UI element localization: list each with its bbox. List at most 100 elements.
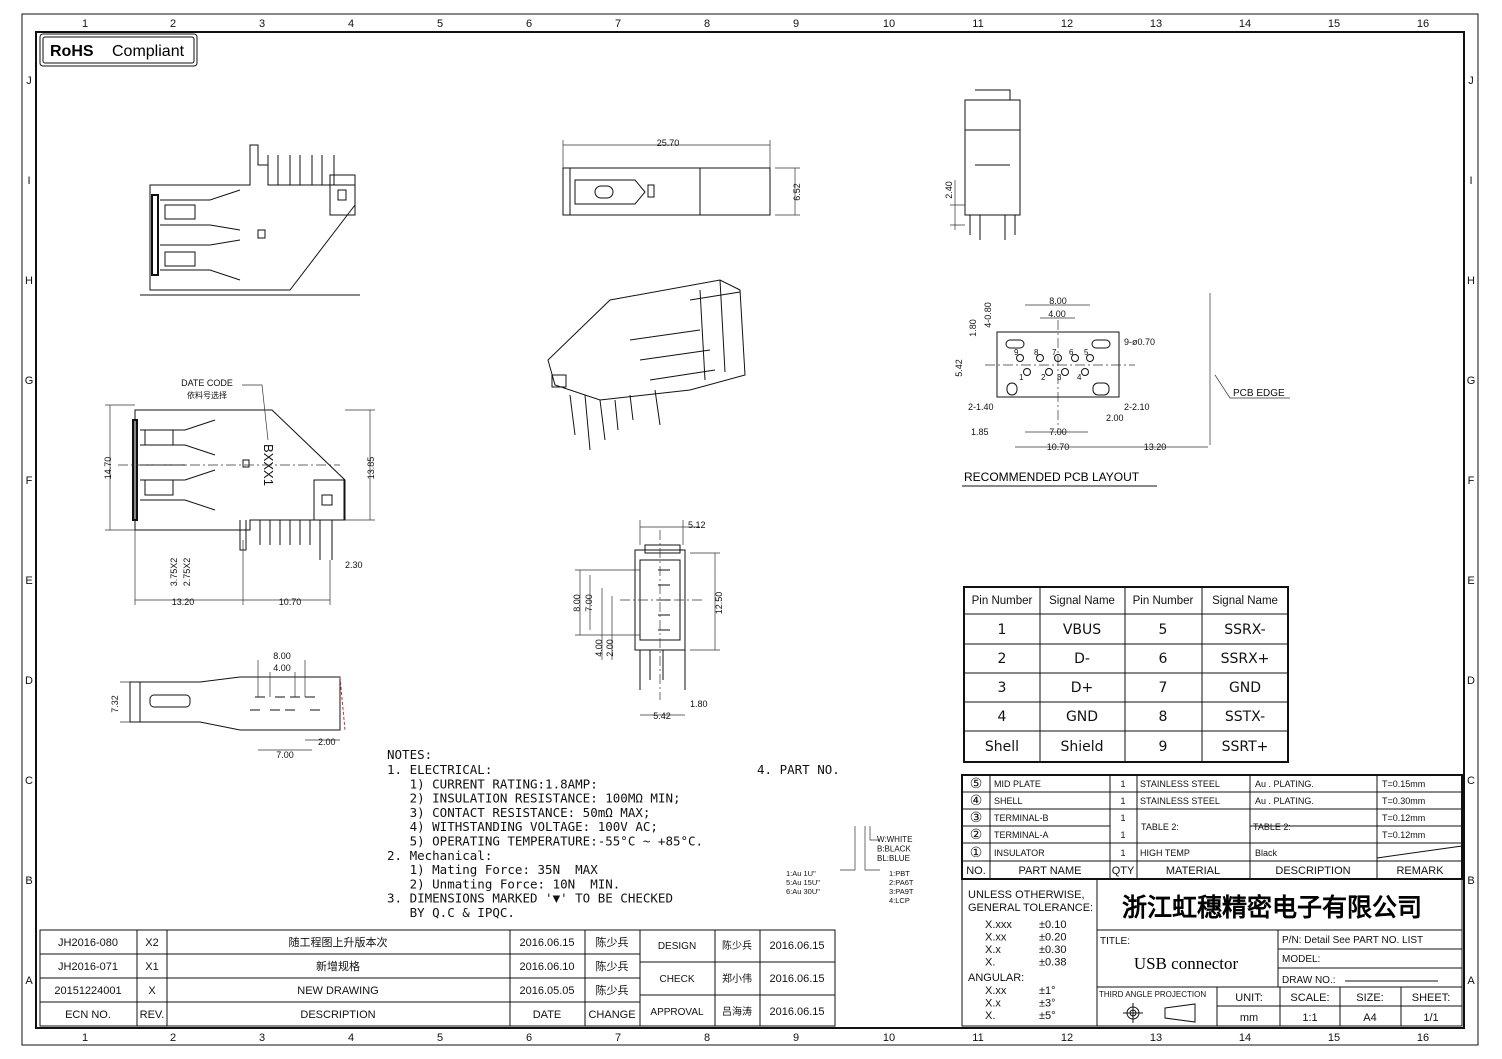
revision-cell: 新增规格	[316, 959, 360, 973]
pin-table-cell: 1	[998, 622, 1007, 638]
bom-description: Black	[1255, 848, 1278, 858]
pin-table-header: Signal Name	[1212, 595, 1278, 607]
grid-column-label: 8	[704, 1032, 710, 1044]
grid-row-label: G	[25, 375, 34, 387]
bom-header: DESCRIPTION	[1275, 865, 1350, 877]
dim-section-len1: 13.20	[172, 597, 195, 607]
dim-front-h2: 7.00	[584, 594, 594, 612]
pcb-pin-number: 2	[1041, 373, 1046, 382]
pin-table-cell: 8	[1159, 709, 1168, 725]
pcb-edge-label: PCB EDGE	[1233, 388, 1285, 399]
revision-cell: 陈少兵	[596, 935, 629, 949]
bom-item-number: ⑤	[970, 775, 983, 791]
notes: NOTES: 1. ELECTRICAL: 1) CURRENT RATING:…	[387, 747, 703, 920]
part-number-field: P/N: Detail See PART NO. LIST	[1282, 935, 1423, 946]
dim-front-height: 12.50	[714, 592, 724, 615]
material-option: 3:PA9T	[889, 887, 914, 896]
date-code-label: DATE CODE	[181, 378, 233, 388]
dim-front-h4: 2.00	[605, 639, 615, 657]
grid-labels: 1122334455667788991010111112121313141415…	[25, 18, 1476, 1044]
title-label: TITLE:	[1100, 936, 1130, 947]
pcb-dim-slot: 4-0.80	[983, 302, 993, 328]
grid-column-label: 1	[82, 1032, 88, 1044]
size-value: A4	[1363, 1012, 1376, 1024]
grid-row-label: C	[1467, 775, 1475, 787]
bom-material: STAINLESS STEEL	[1140, 779, 1220, 789]
pcb-hole	[1071, 354, 1079, 362]
pcb-pin-number: 5	[1084, 348, 1089, 357]
angular-value: ±5°	[1039, 1010, 1056, 1022]
pin-table-header: Signal Name	[1049, 595, 1115, 607]
bom-qty: 1	[1120, 848, 1125, 858]
grid-column-label: 7	[615, 1032, 621, 1044]
bom-qty: 1	[1120, 813, 1125, 823]
approval-name: 陈少兵	[722, 939, 752, 952]
grid-column-label: 2	[170, 1032, 176, 1044]
grid-row-label: D	[1467, 675, 1475, 687]
scale-label: SCALE:	[1290, 992, 1329, 1004]
pcb-dim-8: 8.00	[1049, 296, 1067, 306]
outer-frame	[21, 13, 1479, 1046]
note-line: 3) CONTACT RESISTANCE: 50mΩ MAX;	[387, 805, 650, 820]
bom-remark: T=0.12mm	[1382, 830, 1425, 840]
tolerance-title-1: UNLESS OTHERWISE,	[968, 889, 1085, 901]
grid-column-label: 13	[1150, 18, 1162, 30]
revision-cell: 2016.06.15	[519, 937, 574, 949]
pin-table-cell: 2	[998, 651, 1007, 667]
pcb-hole	[1045, 368, 1053, 376]
grid-column-label: 8	[704, 18, 710, 30]
dim-front-h1: 8.00	[572, 594, 582, 612]
right-side-view: 2.40	[944, 89, 1021, 240]
grid-row-label: E	[1467, 575, 1474, 587]
rohs-label: RoHS	[50, 43, 94, 60]
grid-column-label: 5	[437, 18, 443, 30]
pcb-pin-number: 8	[1034, 348, 1039, 357]
note-line: 1) CURRENT RATING:1.8AMP:	[387, 776, 598, 791]
color-option: W:WHITE	[877, 835, 912, 844]
pin-table-cell: GND	[1066, 709, 1098, 725]
date-code-cn-label: 依料号选择	[187, 390, 227, 400]
side-view-top-left	[140, 144, 360, 296]
grid-column-label: 10	[883, 18, 895, 30]
grid-column-label: 1	[82, 18, 88, 30]
grid-row-label: E	[25, 575, 32, 587]
pin-table-cell: SSRX+	[1221, 651, 1270, 667]
pcb-hole	[1081, 368, 1089, 376]
notes-title: NOTES:	[387, 747, 432, 762]
compliant-label: Compliant	[112, 43, 185, 60]
approval-name: 吕海涛	[722, 1005, 752, 1018]
pcb-hole	[1054, 354, 1062, 362]
pcb-pin-number: 1	[1019, 373, 1024, 382]
grid-row-label: I	[27, 175, 30, 187]
note-line: BY Q.C & IPQC.	[387, 905, 515, 920]
angular-key: X.xx	[985, 985, 1007, 997]
unit-value: mm	[1240, 1012, 1258, 1024]
material-option: 4:LCP	[889, 896, 910, 905]
pcb-dim-edge: 13.20	[1144, 442, 1167, 452]
pin-table-cell: 9	[1159, 739, 1168, 755]
angular-key: X.x	[985, 998, 1001, 1010]
grid-column-label: 2	[170, 18, 176, 30]
angular-key: X.	[985, 1010, 995, 1022]
grid-column-label: 9	[793, 1032, 799, 1044]
side-section-view: DATE CODE 依料号选择 BXXX1 14.70 13.85 3.75X2…	[103, 378, 376, 607]
grid-row-label: I	[1469, 175, 1472, 187]
bom-remark: T=0.15mm	[1382, 779, 1425, 789]
bom-material: STAINLESS STEEL	[1140, 796, 1220, 806]
note-line: 2) Unmating Force: 10N MIN.	[387, 876, 620, 891]
grid-row-label: J	[1468, 75, 1474, 87]
tolerance-key: X.	[985, 957, 995, 969]
grid-row-label: C	[25, 775, 33, 787]
sheet-value: 1/1	[1423, 1012, 1438, 1024]
revision-header: CHANGE	[588, 1009, 635, 1021]
revision-header: DESCRIPTION	[300, 1009, 375, 1021]
rohs-badge: RoHS Compliant	[39, 33, 198, 67]
isometric-view	[547, 279, 746, 451]
pin-table-cell: 6	[1159, 651, 1168, 667]
bom-description: Au . PLATING.	[1255, 779, 1314, 789]
note-line: 2. Mechanical:	[387, 848, 492, 863]
scale-value: 1:1	[1302, 1012, 1317, 1024]
revision-cell: X1	[145, 961, 158, 973]
